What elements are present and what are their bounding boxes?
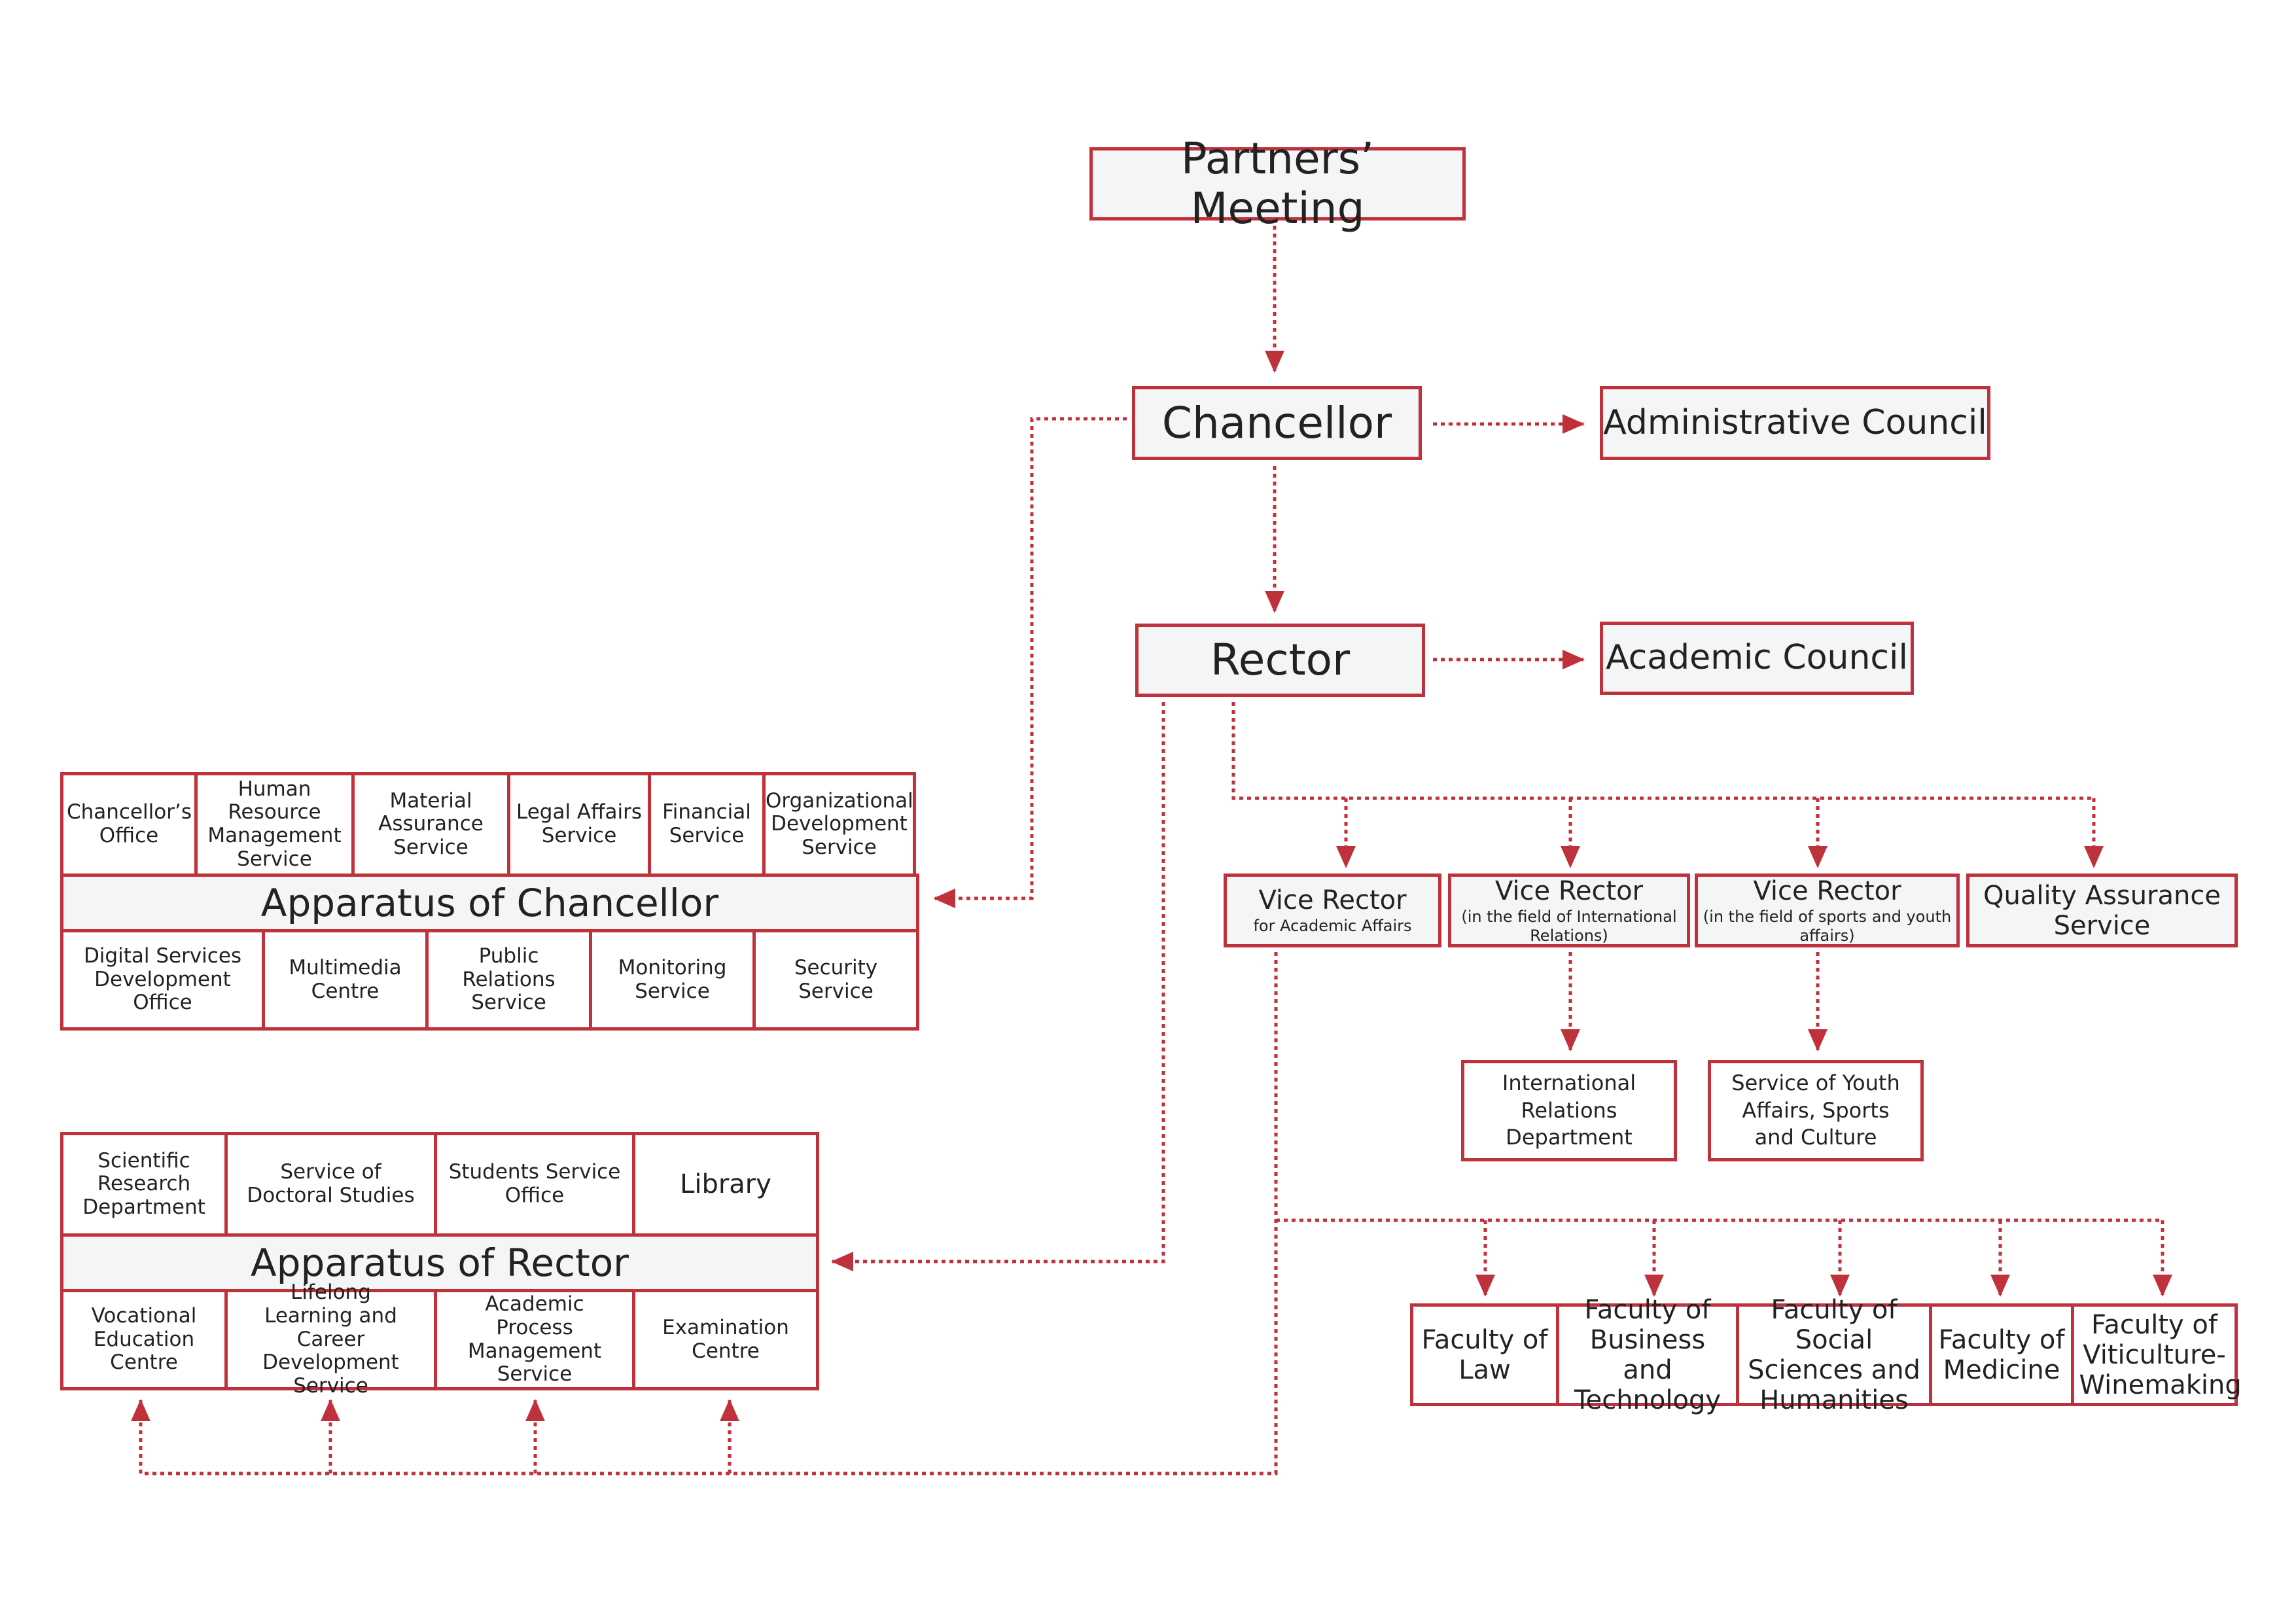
vice-rector-subtitle: for Academic Affairs [1253, 917, 1412, 936]
material-assurance-service: Material Assurance Service [351, 772, 510, 877]
faculty-label: Faculty of Business and Technology [1574, 1294, 1722, 1415]
faculty-business: Faculty of Business and Technology [1556, 1295, 1739, 1415]
connector-rector-apparatus [831, 702, 1165, 1271]
rector-label: Rector [1210, 635, 1351, 686]
faculty-medicine: Faculty of Medicine [1929, 1303, 2074, 1406]
apparatus-chancellor: Chancellor’s Office Human Resource Manag… [60, 772, 919, 1031]
legal-affairs-service: Legal Affairs Service [507, 772, 651, 877]
international-relations-label: International Relations Department [1502, 1070, 1636, 1150]
youth-affairs-label: Service of Youth Affairs, Sports and Cul… [1731, 1070, 1900, 1150]
quality-assurance-label: Quality Assurance Service [1983, 880, 2221, 941]
public-relations-service: Public Relations Service [425, 929, 592, 1031]
vice-rector-subtitle: (in the field of International Relations… [1461, 907, 1677, 945]
partners-meeting-label: Partners’ Meeting [1180, 133, 1375, 234]
quality-assurance-box: Quality Assurance Service [1966, 874, 2238, 947]
faculty-label: Faculty of Social Sciences and Humanitie… [1748, 1294, 1920, 1415]
academic-process-management-service: Academic Process Management Service [434, 1289, 635, 1390]
administrative-council-box: Administrative Council [1600, 386, 1990, 460]
security-service: Security Service [752, 929, 919, 1031]
doctoral-studies-service: Service of Doctoral Studies [224, 1132, 437, 1237]
library: Library [632, 1132, 819, 1237]
vice-rector-title: Vice Rector [1494, 875, 1644, 906]
faculty-social-sciences: Faculty of Social Sciences and Humanitie… [1736, 1295, 1932, 1415]
apparatus-rector: Scientific Research Department Service o… [60, 1132, 819, 1398]
apparatus-chancellor-top-row: Chancellor’s Office Human Resource Manag… [60, 772, 919, 877]
faculty-law: Faculty of Law [1410, 1303, 1559, 1406]
apparatus-chancellor-title: Apparatus of Chancellor [60, 874, 919, 932]
vice-rector-sports-box: Vice Rector (in the field of sports and … [1695, 874, 1960, 947]
academic-council-box: Academic Council [1600, 622, 1914, 695]
apparatus-rector-top-row: Scientific Research Department Service o… [60, 1132, 819, 1237]
faculty-label: Faculty of Viticulture-Winemaking [2079, 1309, 2242, 1400]
connector-rector-bus [1231, 702, 2094, 800]
students-service-office: Students Service Office [434, 1132, 635, 1237]
vice-rector-academic-box: Vice Rector for Academic Affairs [1224, 874, 1441, 947]
vocational-education-centre: Vocational Education Centre [60, 1289, 228, 1390]
chancellor-label: Chancellor [1161, 397, 1392, 448]
faculty-viticulture: Faculty of Viticulture-Winemaking [2071, 1303, 2242, 1406]
faculty-label: Faculty of Law [1421, 1324, 1548, 1385]
apparatus-chancellor-bottom-row: Digital Services Development Office Mult… [60, 929, 919, 1031]
digital-services-office: Digital Services Development Office [60, 929, 265, 1031]
chancellors-office: Chancellor’s Office [60, 772, 198, 877]
vice-rector-international-box: Vice Rector (in the field of Internation… [1448, 874, 1690, 947]
academic-council-label: Academic Council [1606, 638, 1908, 678]
youth-affairs-box: Service of Youth Affairs, Sports and Cul… [1708, 1060, 1924, 1161]
international-relations-box: International Relations Department [1461, 1060, 1677, 1161]
rector-box: Rector [1135, 624, 1425, 697]
faculties-row: Faculty of Law Faculty of Business and T… [1410, 1295, 2242, 1415]
multimedia-centre: Multimedia Centre [262, 929, 429, 1031]
chancellor-box: Chancellor [1132, 386, 1422, 460]
apparatus-rector-bottom-row: Vocational Education Centre Lifelong Lea… [60, 1281, 819, 1398]
partners-meeting-box: Partners’ Meeting [1089, 134, 1466, 233]
connector-vr1-down [141, 952, 1278, 1475]
vice-rector-title: Vice Rector [1258, 885, 1407, 916]
examination-centre: Examination Centre [632, 1289, 819, 1390]
monitoring-service: Monitoring Service [589, 929, 756, 1031]
faculty-label: Faculty of Medicine [1938, 1324, 2065, 1385]
vice-rector-title: Vice Rector [1753, 875, 1901, 906]
organizational-development-service: Organizational Development Service [762, 772, 916, 877]
financial-service: Financial Service [648, 772, 766, 877]
lifelong-learning-service: Lifelong Learning and Career Development… [224, 1281, 437, 1398]
administrative-council-label: Administrative Council [1603, 402, 1987, 442]
apparatus-rector-title: Apparatus of Rector [60, 1233, 819, 1292]
vice-rector-subtitle: (in the field of sports and youth affair… [1703, 907, 1952, 945]
scientific-research-department: Scientific Research Department [60, 1132, 228, 1237]
connector-chancellor-apparatus [933, 417, 1127, 908]
hr-management-service: Human Resource Management Service [194, 772, 355, 877]
